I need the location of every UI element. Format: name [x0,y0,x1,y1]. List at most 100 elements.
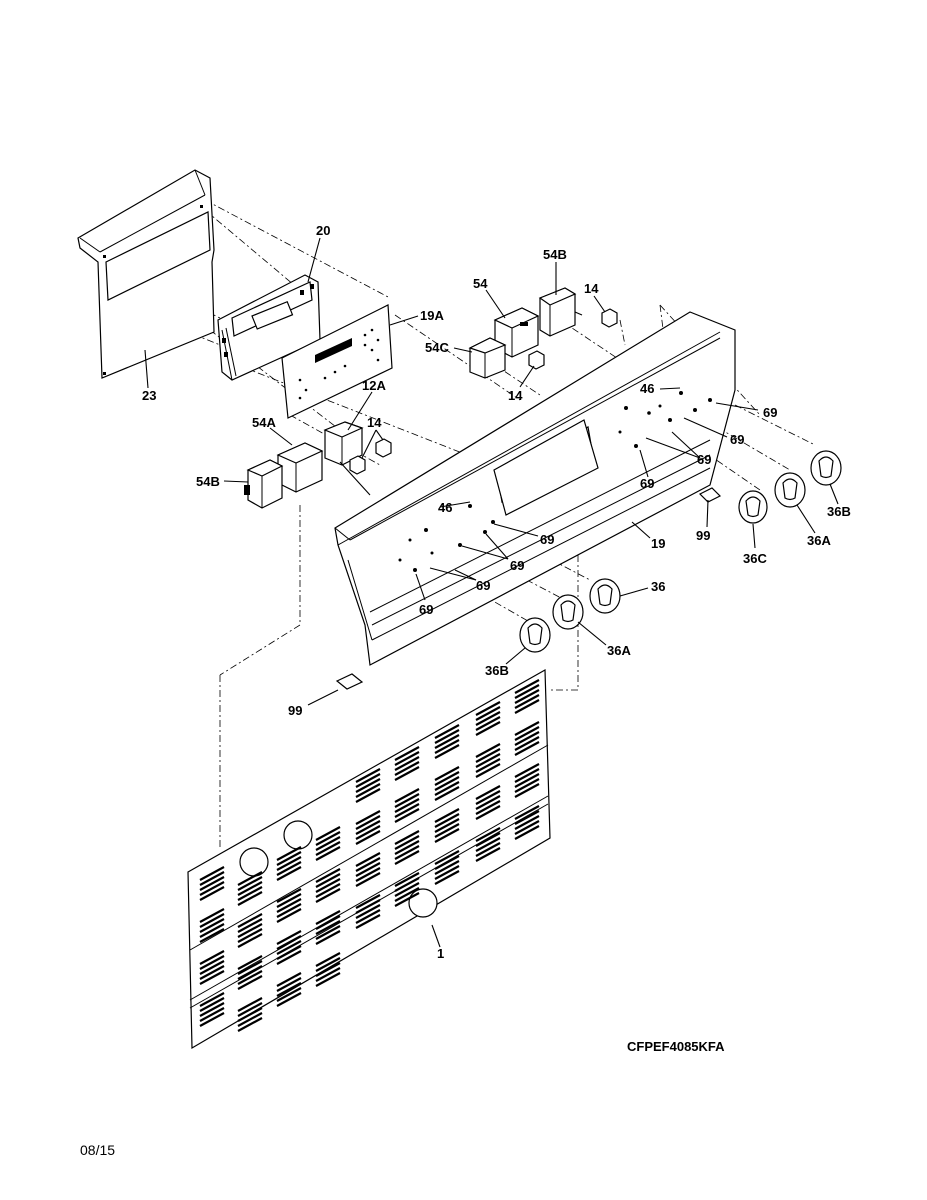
vent-slot [315,930,341,945]
vent-slot [199,871,225,886]
vent-slot [276,972,302,987]
vent-slot [355,815,381,830]
vent-slot [237,886,263,901]
vent-slot [514,699,540,714]
vent-slot [237,955,263,970]
vent-slot [355,857,381,872]
callout-23: 23 [142,388,156,403]
vent-slot [514,694,540,709]
vent-slot [355,830,381,845]
callout-54B-left: 54B [196,474,220,489]
vent-slot [237,1002,263,1017]
vent-slot [434,771,460,786]
vent-slot [394,850,420,865]
part-20-control-board [217,274,321,381]
vent-slot [237,965,263,980]
vent-slot [237,960,263,975]
vent-slot [315,868,341,883]
vent-slot [237,923,263,938]
part-54B-switch-left [244,459,284,509]
callout-12A: 12A [362,378,386,393]
vent-slot [315,920,341,935]
vent-slot [237,928,263,943]
vent-slot [394,845,420,860]
callout-14-mid: 14 [508,388,523,403]
vent-slot [355,820,381,835]
callout-54A: 54A [252,415,276,430]
vent-slot [434,808,460,823]
vent-slot [355,909,381,924]
part-19-control-panel [334,311,736,666]
vent-slot [199,913,225,928]
vent-slot [237,997,263,1012]
vent-slot [475,763,501,778]
callout-36A-left: 36A [607,643,631,658]
callout-36B-left: 36B [485,663,509,678]
vent-slot [276,903,302,918]
vent-slot [355,914,381,929]
callout-54C: 54C [425,340,449,355]
vent-slot [434,724,460,739]
vent-slot [475,805,501,820]
vent-slot [434,828,460,843]
vent-slot [434,818,460,833]
vent-slot [475,716,501,731]
vent-slot [237,918,263,933]
vent-slot [237,975,263,990]
vent-slot [237,1017,263,1032]
vent-slot [394,798,420,813]
vent-slot [514,783,540,798]
callout-14-left: 14 [367,415,382,430]
control-knobs [519,450,842,653]
vent-slot [199,876,225,891]
vent-slot [315,952,341,967]
vent-slot [394,877,420,892]
vent-slot [355,788,381,803]
vent-slot [475,748,501,763]
vent-slot [276,930,302,945]
vent-slot [394,808,420,823]
knob-36A-left [552,594,584,630]
vent-slot [394,803,420,818]
vent-slot [434,786,460,801]
vent-slot [237,881,263,896]
vent-slot [199,992,225,1007]
part-54A-switch [276,442,324,493]
vent-slot [315,967,341,982]
callout-54B-top: 54B [543,247,567,262]
vent-slot [315,915,341,930]
vent-slot [355,852,381,867]
callout-99-right: 99 [696,528,710,543]
vent-slot [355,872,381,887]
vent-slot [199,1007,225,1022]
part-23-bracket [77,169,215,379]
vent-slot [434,865,460,880]
vent-slot [475,711,501,726]
vent-slot [514,763,540,778]
vent-slot [434,729,460,744]
vent-slot [514,810,540,825]
vent-slot [276,982,302,997]
callout-20: 20 [316,223,330,238]
vent-slot [475,753,501,768]
vent-slot [475,758,501,773]
vent-slot [315,846,341,861]
vent-slot [315,878,341,893]
vent-slot [355,778,381,793]
vent-slot [199,923,225,938]
vent-slot [276,977,302,992]
vent-slot [475,785,501,800]
vent-slot [434,850,460,865]
callout-69-right-4: 69 [640,476,654,491]
vent-slot [394,788,420,803]
vent-slot [355,862,381,877]
vent-slots [199,679,540,1032]
vent-slot [199,950,225,965]
vent-slot [514,726,540,741]
vent-slot [394,756,420,771]
vent-slot [199,1012,225,1027]
vent-slot [355,904,381,919]
vent-slot [199,908,225,923]
